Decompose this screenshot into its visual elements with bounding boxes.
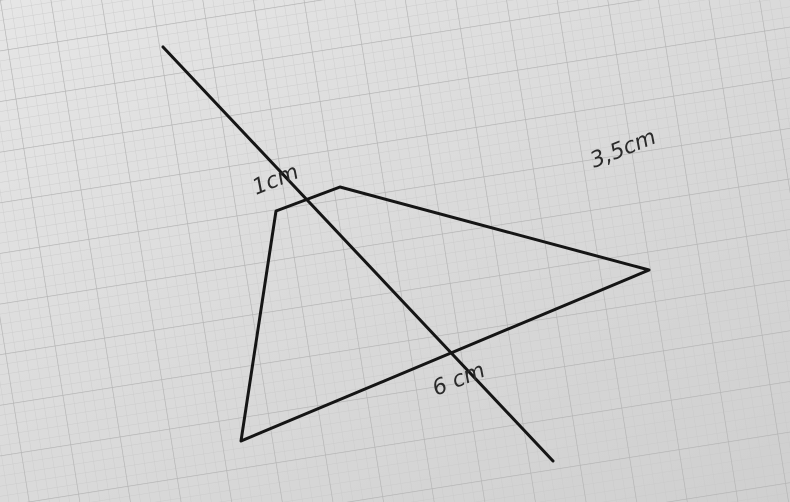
axis-line [161,45,555,463]
trapezoid-shape [239,185,651,443]
